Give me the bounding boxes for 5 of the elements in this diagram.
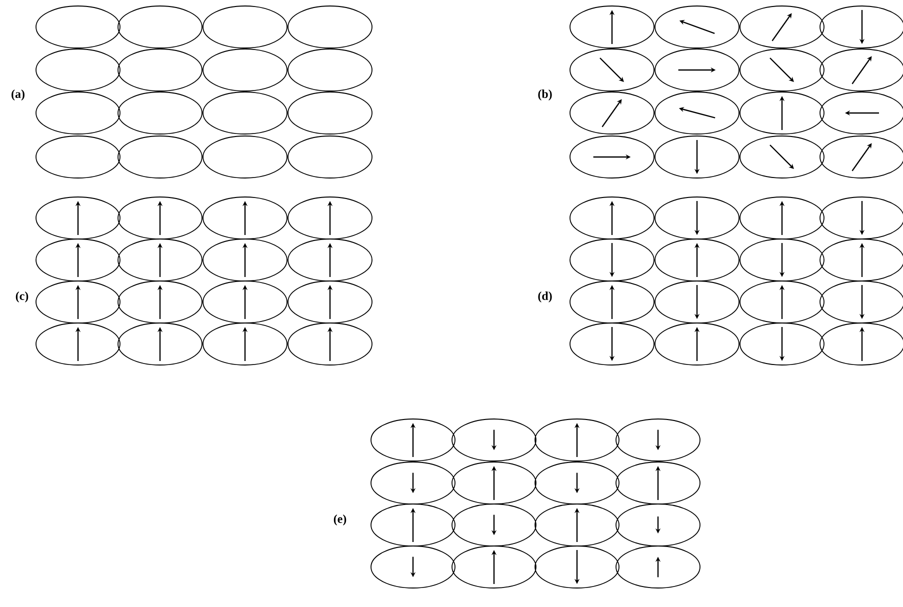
panel-label: (c): [16, 292, 28, 302]
panel-label: (d): [538, 292, 552, 302]
panel-label: (e): [334, 514, 346, 526]
panel-label: (a): [12, 90, 24, 100]
panel-label: (b): [538, 90, 552, 100]
